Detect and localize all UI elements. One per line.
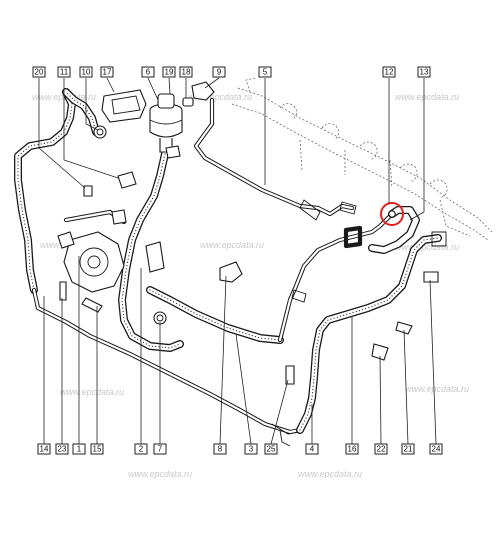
- callout-11: 11: [57, 66, 71, 78]
- callout-5: 5: [258, 66, 272, 78]
- svg-text:19: 19: [165, 68, 174, 77]
- svg-text:3: 3: [249, 445, 254, 454]
- svg-text:4: 4: [310, 445, 315, 454]
- svg-text:21: 21: [404, 445, 413, 454]
- return-pipe: [193, 97, 357, 221]
- callout-2: 2: [134, 443, 148, 455]
- hose-11: [62, 88, 100, 136]
- callout-24: 24: [429, 443, 443, 455]
- svg-text:23: 23: [58, 445, 67, 454]
- callout-13: 13: [417, 66, 431, 78]
- callout-22: 22: [374, 443, 388, 455]
- callout-6: 6: [141, 66, 155, 78]
- watermark: www.epcdata.ru: [405, 384, 469, 394]
- hose-3: [146, 286, 284, 344]
- highlight-circle: [380, 202, 404, 226]
- fluid-reservoir: [149, 93, 183, 153]
- reservoir-bracket: [101, 89, 147, 123]
- steering-rack: [231, 77, 493, 241]
- svg-text:13: 13: [420, 68, 429, 77]
- clamp-10: [93, 125, 107, 139]
- hose-clips: [111, 145, 181, 225]
- svg-text:11: 11: [60, 68, 69, 77]
- bolts: [59, 185, 439, 385]
- pressure-pipe: [277, 211, 395, 343]
- clip-8: [219, 261, 243, 283]
- callout-3: 3: [244, 443, 258, 455]
- callout-1: 1: [72, 443, 86, 455]
- watermark: www.epcdata.ru: [395, 242, 459, 252]
- hose-4: [296, 231, 447, 434]
- svg-text:6: 6: [146, 68, 151, 77]
- watermark: www.epcdata.ru: [188, 92, 252, 102]
- svg-text:25: 25: [267, 445, 276, 454]
- callout-25: 25: [264, 443, 278, 455]
- callout-12: 12: [382, 66, 396, 78]
- svg-text:17: 17: [103, 68, 112, 77]
- svg-text:14: 14: [40, 445, 49, 454]
- watermark: www.epcdata.ru: [128, 469, 192, 479]
- svg-text:9: 9: [217, 68, 222, 77]
- callout-19: 19: [162, 66, 176, 78]
- watermark: www.epcdata.ru: [395, 92, 459, 102]
- callout-18: 18: [179, 66, 193, 78]
- callout-17: 17: [100, 66, 114, 78]
- svg-text:7: 7: [158, 445, 163, 454]
- watermark: www.epcdata.ru: [200, 240, 264, 250]
- hose-12: [368, 206, 420, 254]
- hose-18: [118, 150, 184, 352]
- bracket-2: [145, 241, 165, 273]
- clip-19: [182, 97, 194, 107]
- svg-text:24: 24: [432, 445, 441, 454]
- svg-text:16: 16: [348, 445, 357, 454]
- callout-10: 10: [79, 66, 93, 78]
- watermark: www.epcdata.ru: [298, 469, 362, 479]
- svg-text:5: 5: [263, 68, 268, 77]
- callout-20: 20: [32, 66, 46, 78]
- svg-text:8: 8: [218, 445, 223, 454]
- callout-23: 23: [55, 443, 69, 455]
- callout-8: 8: [213, 443, 227, 455]
- callout-21: 21: [401, 443, 415, 455]
- callout-14: 14: [37, 443, 51, 455]
- clip-9: [191, 81, 215, 101]
- svg-text:12: 12: [385, 68, 394, 77]
- svg-text:20: 20: [35, 68, 44, 77]
- svg-text:15: 15: [93, 445, 102, 454]
- svg-text:22: 22: [377, 445, 386, 454]
- callout-16: 16: [345, 443, 359, 455]
- svg-text:2: 2: [139, 445, 144, 454]
- callout-15: 15: [90, 443, 104, 455]
- leader-lines: [38, 77, 437, 445]
- long-metal-line: [31, 287, 303, 447]
- svg-text:1: 1: [77, 445, 82, 454]
- hose-20: [14, 88, 76, 294]
- svg-text:18: 18: [182, 68, 191, 77]
- callout-9: 9: [212, 66, 226, 78]
- seal-washer: [388, 210, 396, 218]
- callout-7: 7: [153, 443, 167, 455]
- watermark: www.epcdata.ru: [60, 387, 124, 397]
- svg-text:10: 10: [82, 68, 91, 77]
- callout-4: 4: [305, 443, 319, 455]
